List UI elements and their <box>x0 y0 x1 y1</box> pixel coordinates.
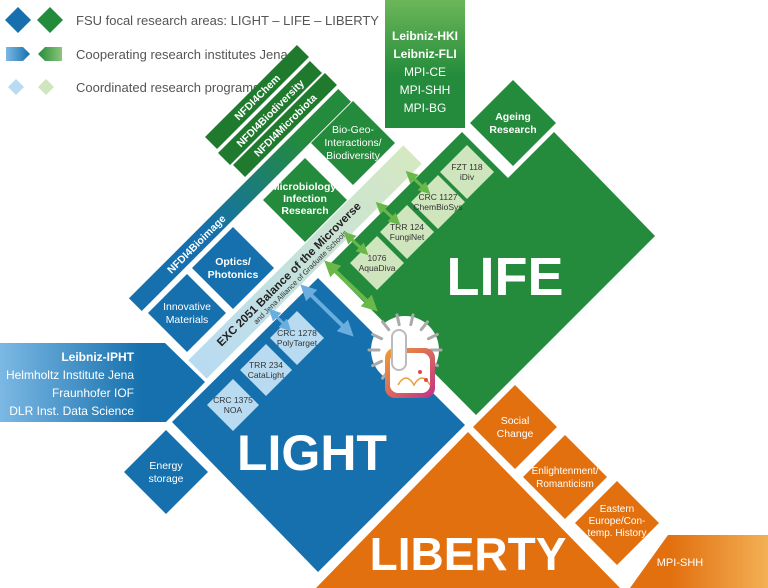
legend-arrow-light-icon <box>6 47 30 61</box>
virus-hand-emblem-icon <box>367 313 443 398</box>
light-title: LIGHT <box>237 425 387 481</box>
liberty-institutes-box: MPI-SHH <box>630 535 768 588</box>
institute-helmholtz-jena: Helmholtz Institute Jena <box>6 368 134 382</box>
institute-mpi-shh: MPI-SHH <box>400 83 451 97</box>
institute-mpi-ce: MPI-CE <box>404 65 446 79</box>
legend-arrow-life-icon <box>38 47 62 61</box>
virus-spike <box>426 332 439 341</box>
field-bio-geo-interactions: Bio-Geo-Interactions/Biodiversity <box>311 101 395 185</box>
institute-mpi-shh: MPI-SHH <box>657 557 704 569</box>
svg-text:Enlightenment/Romanticism: Enlightenment/Romanticism <box>532 466 599 490</box>
double-arrow-icon <box>375 201 401 226</box>
legend-label-programs: Coordinated research programs <box>76 80 260 95</box>
virus-spike <box>419 320 429 332</box>
double-arrow-icon <box>300 284 354 337</box>
legend-small-diamond-light-icon <box>8 79 24 95</box>
liberty-area <box>316 432 620 588</box>
svg-text:Bio-Geo-Interactions/Biodivers: Bio-Geo-Interactions/Biodiversity <box>324 124 381 162</box>
virus-spike <box>371 359 384 368</box>
legend-label-institutes: Cooperating research institutes Jena <box>76 47 289 62</box>
institute-leibniz-fli: Leibniz-FLI <box>393 47 456 61</box>
life-title: LIFE <box>447 247 564 307</box>
institute-leibniz-ipht: Leibniz-IPHT <box>61 350 134 364</box>
light-area <box>172 278 465 572</box>
institute-mpi-bg: MPI-BG <box>404 101 447 115</box>
virus-spike <box>371 332 384 341</box>
legend: FSU focal research areas: LIGHT – LIFE –… <box>5 7 379 95</box>
virus-spike <box>381 320 391 332</box>
double-arrow-icon <box>405 170 431 195</box>
liberty-title: LIBERTY <box>370 528 567 580</box>
institute-dlr-data-science: DLR Inst. Data Science <box>9 404 134 418</box>
svg-text:Optics/Photonics: Optics/Photonics <box>208 256 259 281</box>
double-arrow-icon <box>343 231 369 256</box>
legend-diamond-life-icon <box>37 7 63 33</box>
institute-leibniz-hki: Leibniz-HKI <box>392 29 458 43</box>
legend-label-focal-areas: FSU focal research areas: LIGHT – LIFE –… <box>76 13 379 28</box>
life-institutes-box: Leibniz-HKI Leibniz-FLI MPI-CE MPI-SHH M… <box>385 0 465 128</box>
virus-spike <box>395 313 401 327</box>
field-optics-photonics: Optics/Photonics <box>192 227 274 309</box>
double-arrow-icon <box>268 308 292 332</box>
legend-diamond-light-icon <box>5 7 31 33</box>
light-institutes-box: Leibniz-IPHT Helmholtz Institute Jena Fr… <box>0 343 205 422</box>
field-enlightenment-romanticism: Enlightenment/Romanticism <box>523 435 607 519</box>
virus-spike <box>409 313 415 327</box>
institute-fraunhofer-iof: Fraunhofer IOF <box>52 386 134 400</box>
legend-small-diamond-life-icon <box>38 79 54 95</box>
